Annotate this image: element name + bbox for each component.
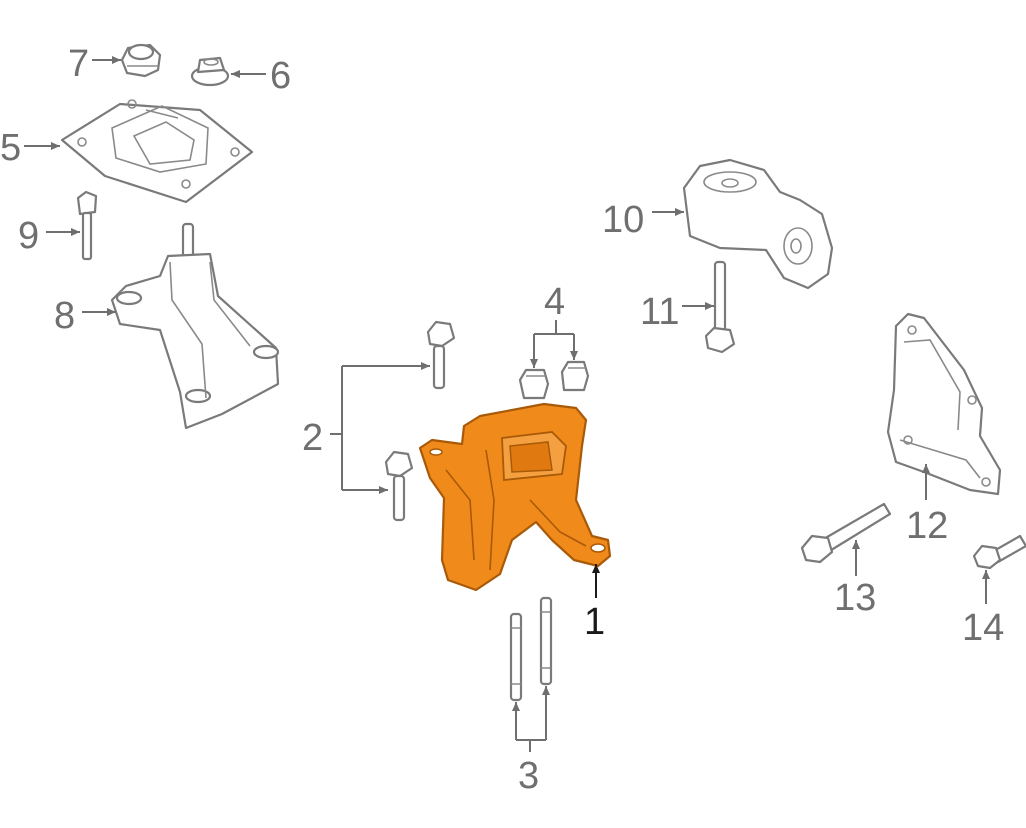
label-6: 6: [270, 55, 291, 97]
part-5-cover-plate[interactable]: [60, 99, 254, 204]
part-13-bolt[interactable]: [800, 502, 892, 564]
label-14: 14: [962, 607, 1004, 649]
label-11: 11: [640, 291, 679, 333]
part-3-stud-right[interactable]: [539, 596, 553, 686]
part-11-bolt[interactable]: [704, 260, 736, 354]
label-12: 12: [906, 505, 948, 547]
callout-5: 5: [0, 127, 60, 169]
part-4-nut-left[interactable]: [518, 368, 550, 400]
callout-11: 11: [640, 291, 714, 333]
part-8-mount-bracket[interactable]: [110, 222, 280, 430]
part-4-nut-right[interactable]: [560, 360, 590, 392]
label-13: 13: [834, 577, 876, 619]
callout-14: 14: [962, 570, 1004, 649]
label-4: 4: [544, 281, 565, 323]
callout-4: 4: [530, 281, 578, 368]
part-10-rear-mount[interactable]: [682, 158, 834, 290]
part-12-side-bracket[interactable]: [886, 312, 1002, 496]
callout-2: 2: [302, 362, 430, 494]
part-14-bolt[interactable]: [972, 534, 1026, 570]
label-2: 2: [302, 417, 323, 459]
label-3: 3: [518, 755, 539, 797]
part-7-nut[interactable]: [120, 43, 162, 78]
label-10: 10: [602, 199, 644, 241]
callout-12: 12: [906, 464, 948, 547]
callout-6: 6: [231, 55, 291, 97]
label-9: 9: [18, 215, 39, 257]
callout-3: 3: [512, 686, 550, 797]
label-7: 7: [68, 43, 89, 85]
callout-8: 8: [54, 295, 116, 337]
part-3-stud-left[interactable]: [509, 612, 523, 702]
label-8: 8: [54, 295, 75, 337]
callout-1: 1: [584, 564, 605, 643]
part-2-upper-bolt[interactable]: [426, 320, 456, 390]
callout-10: 10: [602, 199, 684, 241]
label-5: 5: [0, 127, 21, 169]
callout-9: 9: [18, 215, 80, 257]
part-2-lower-bolt[interactable]: [384, 450, 414, 522]
callout-7: 7: [68, 43, 121, 85]
callout-13: 13: [834, 540, 876, 619]
part-1-engine-mount[interactable]: [418, 402, 612, 592]
part-6-flange-nut[interactable]: [190, 56, 230, 87]
label-1: 1: [584, 601, 605, 643]
part-9-bolt[interactable]: [76, 190, 98, 261]
